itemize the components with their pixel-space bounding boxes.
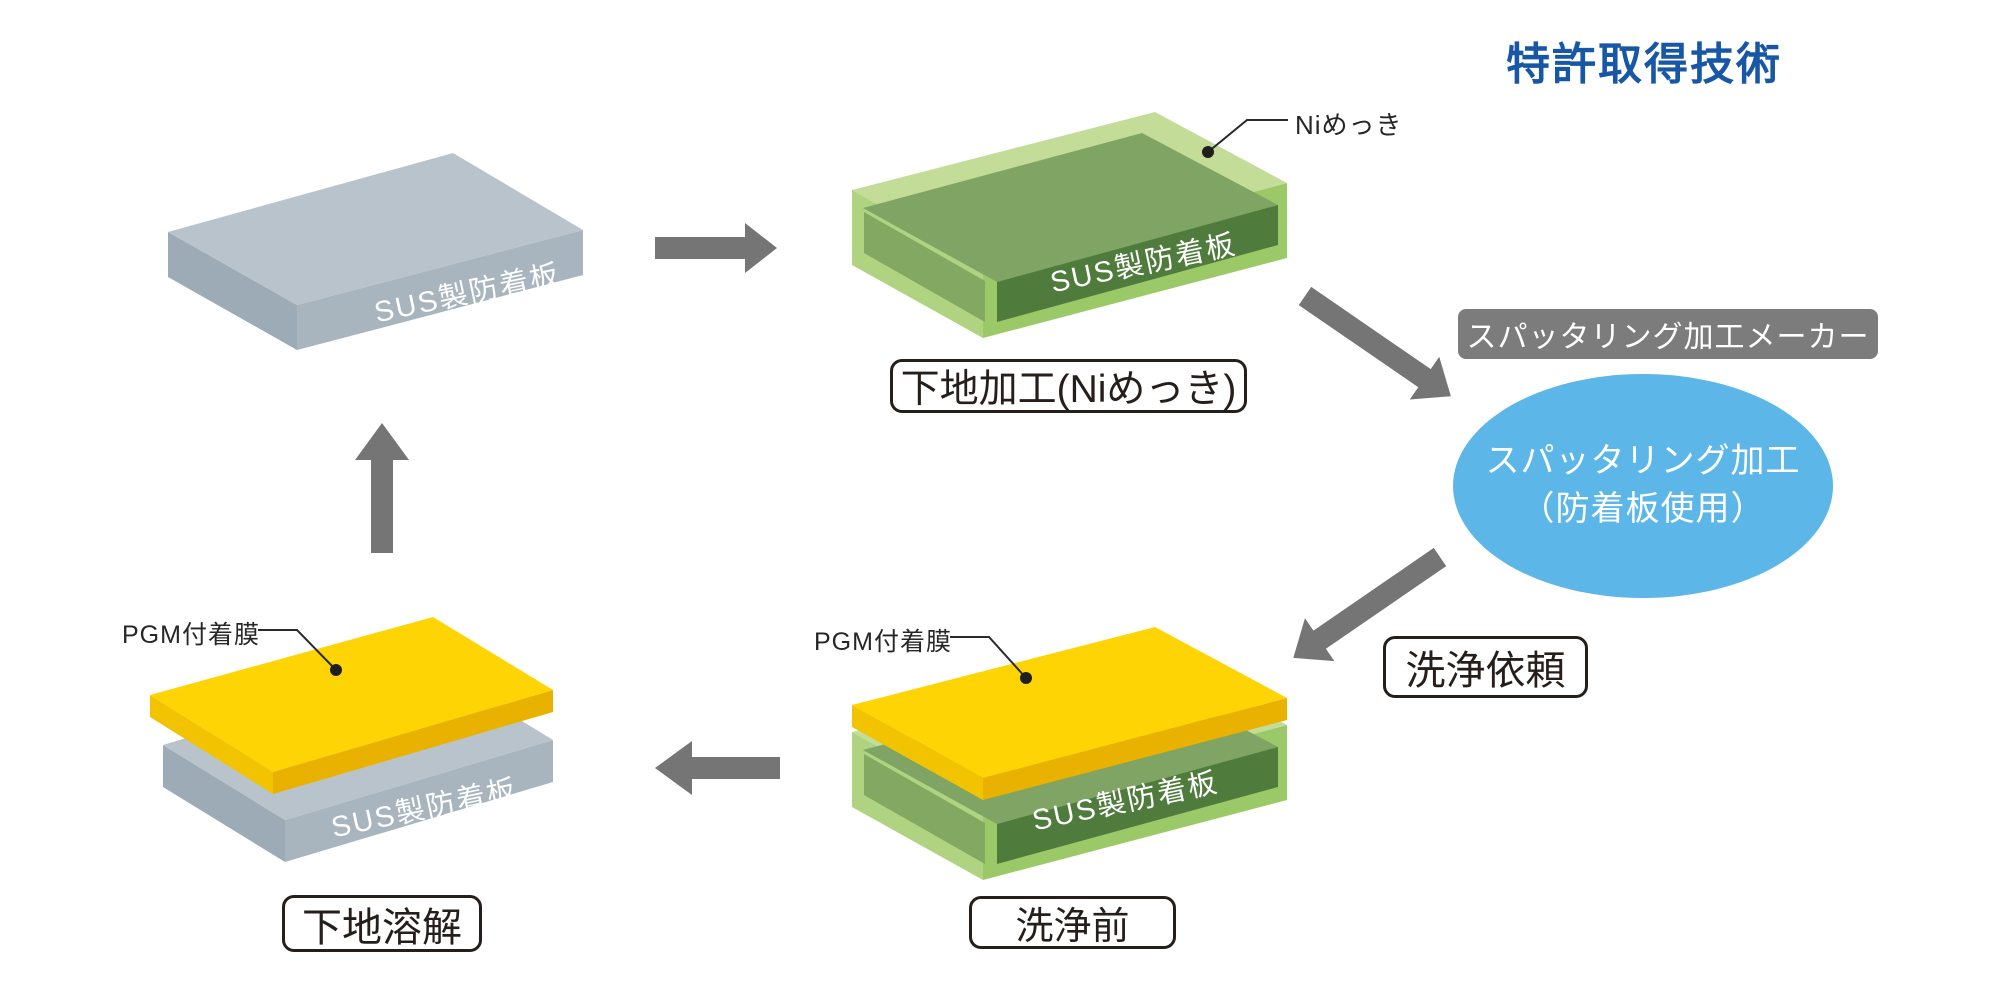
core-left-face: [864, 754, 985, 864]
pgm-callout-line-middle: [950, 636, 1032, 684]
pgm-film-top-face: [150, 617, 553, 772]
sputtering-ellipse-line1: スパッタリング加工: [1485, 442, 1801, 481]
ni-plated-plate-3d: [852, 112, 1287, 338]
step-label-before-cleaning: 洗浄前: [969, 896, 1176, 949]
core-front-face: [997, 205, 1278, 322]
arrow-down-right-icon: [1298, 286, 1451, 400]
pgm-callout-line-left: [258, 629, 342, 676]
plate-left-face: [163, 745, 285, 862]
step-label-base-processing: 下地加工(Niめっき): [890, 359, 1247, 413]
core-front-face: [997, 747, 1278, 864]
sputtering-ellipse-line2: （防着板使用）: [1520, 490, 1766, 528]
pgm-film-left-face: [852, 705, 983, 800]
dissolved-plate-3d: [150, 617, 553, 862]
arrow-right-icon: [655, 223, 777, 273]
pgm-film-left-face: [150, 695, 273, 794]
sputtering-process-ellipse: スパッタリング加工 （防着板使用）: [1453, 374, 1833, 598]
plate-left-face: [168, 232, 297, 350]
sputtering-maker-tag: スパッタリング加工メーカー: [1458, 309, 1878, 359]
page-title: 特許取得技術: [1506, 40, 1782, 89]
pgm-film-front-face: [983, 698, 1287, 800]
arrow-up-icon: [355, 423, 409, 553]
pgm-film-callout-label-left: PGM付着膜: [122, 621, 260, 649]
callout-dot: [1020, 672, 1032, 684]
callout-dot: [1202, 146, 1214, 158]
plate-front-face: [285, 740, 553, 862]
before-cleaning-plate-3d: [852, 627, 1287, 880]
pgm-film-front-face: [273, 690, 553, 794]
callout-dot: [330, 664, 342, 676]
core-left-face: [864, 212, 985, 322]
pgm-film-callout-label-middle: PGM付着膜: [814, 628, 952, 656]
plate-front-face: [297, 230, 583, 350]
ni-callout-line: [1202, 119, 1288, 158]
ni-plating-callout-label: Niめっき: [1295, 110, 1403, 140]
plate-top-face: [168, 153, 583, 305]
sus-plate-3d: [168, 153, 583, 350]
step-label-cleaning-request: 洗浄依頼: [1383, 636, 1588, 698]
step-label-base-dissolution: 下地溶解: [282, 895, 482, 952]
core-top-face: [863, 133, 1278, 282]
pgm-film-top-face: [852, 627, 1287, 778]
arrow-down-left-icon: [1293, 547, 1447, 662]
arrow-left-icon: [655, 741, 780, 795]
